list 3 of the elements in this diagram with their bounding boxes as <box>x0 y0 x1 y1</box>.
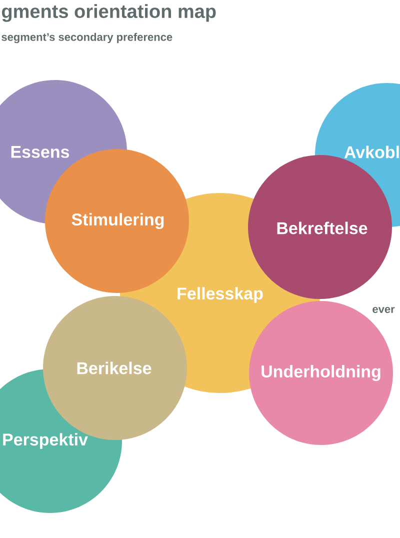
subtitle: segment’s secondary preference <box>2 32 172 44</box>
side-text: ever <box>372 306 395 314</box>
title: gments orientation map <box>2 4 216 22</box>
